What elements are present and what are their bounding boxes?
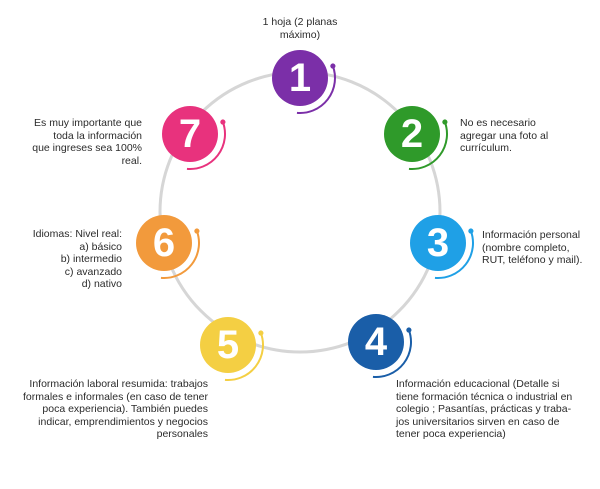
step-1-accent-dot [330,63,336,69]
step-5-badge: 5 [200,317,256,373]
step-5-text: Información laboral resumida: trabajos f… [22,378,208,440]
step-2-number: 2 [400,112,424,156]
step-2-accent-arc [408,121,448,170]
step-7-number: 7 [178,112,202,156]
step-1-text: 1 hoja (2 planas máximo) [262,16,338,41]
step-5-number: 5 [216,323,240,367]
step-2-accent-dot [442,119,448,125]
step-4-accent-arc [372,329,412,378]
node-arcs [160,63,474,381]
step-3-accent-arc [434,230,474,279]
step-3-number: 3 [426,221,450,265]
step-3-badge: 3 [410,215,466,271]
step-3-text: Información personal (nombre completo, R… [482,229,583,266]
step-7-text: Es muy importante que toda la informació… [32,117,142,167]
step-3-accent-dot [468,228,474,234]
step-6-accent-dot [194,228,200,234]
step-4-accent-dot [406,327,412,333]
step-2-text: No es necesario agregar una foto al curr… [460,117,549,154]
step-6-text: Idiomas: Nivel real: a) básico b) interm… [32,228,122,290]
step-1-accent-arc [296,65,336,114]
step-7-accent-dot [220,119,226,125]
step-7-badge: 7 [162,106,218,162]
step-4-text: Información educacional (Detalle si tien… [396,378,573,440]
step-6-accent-arc [160,230,200,279]
step-1-number: 1 [288,56,312,100]
step-6-badge: 6 [136,215,192,271]
step-4-number: 4 [364,320,388,364]
step-2-badge: 2 [384,106,440,162]
step-5-accent-dot [258,330,264,336]
step-7-accent-arc [186,121,226,170]
step-6-number: 6 [152,221,176,265]
step-5-accent-arc [224,332,264,381]
step-4-badge: 4 [348,314,404,370]
step-1-badge: 1 [272,50,328,106]
